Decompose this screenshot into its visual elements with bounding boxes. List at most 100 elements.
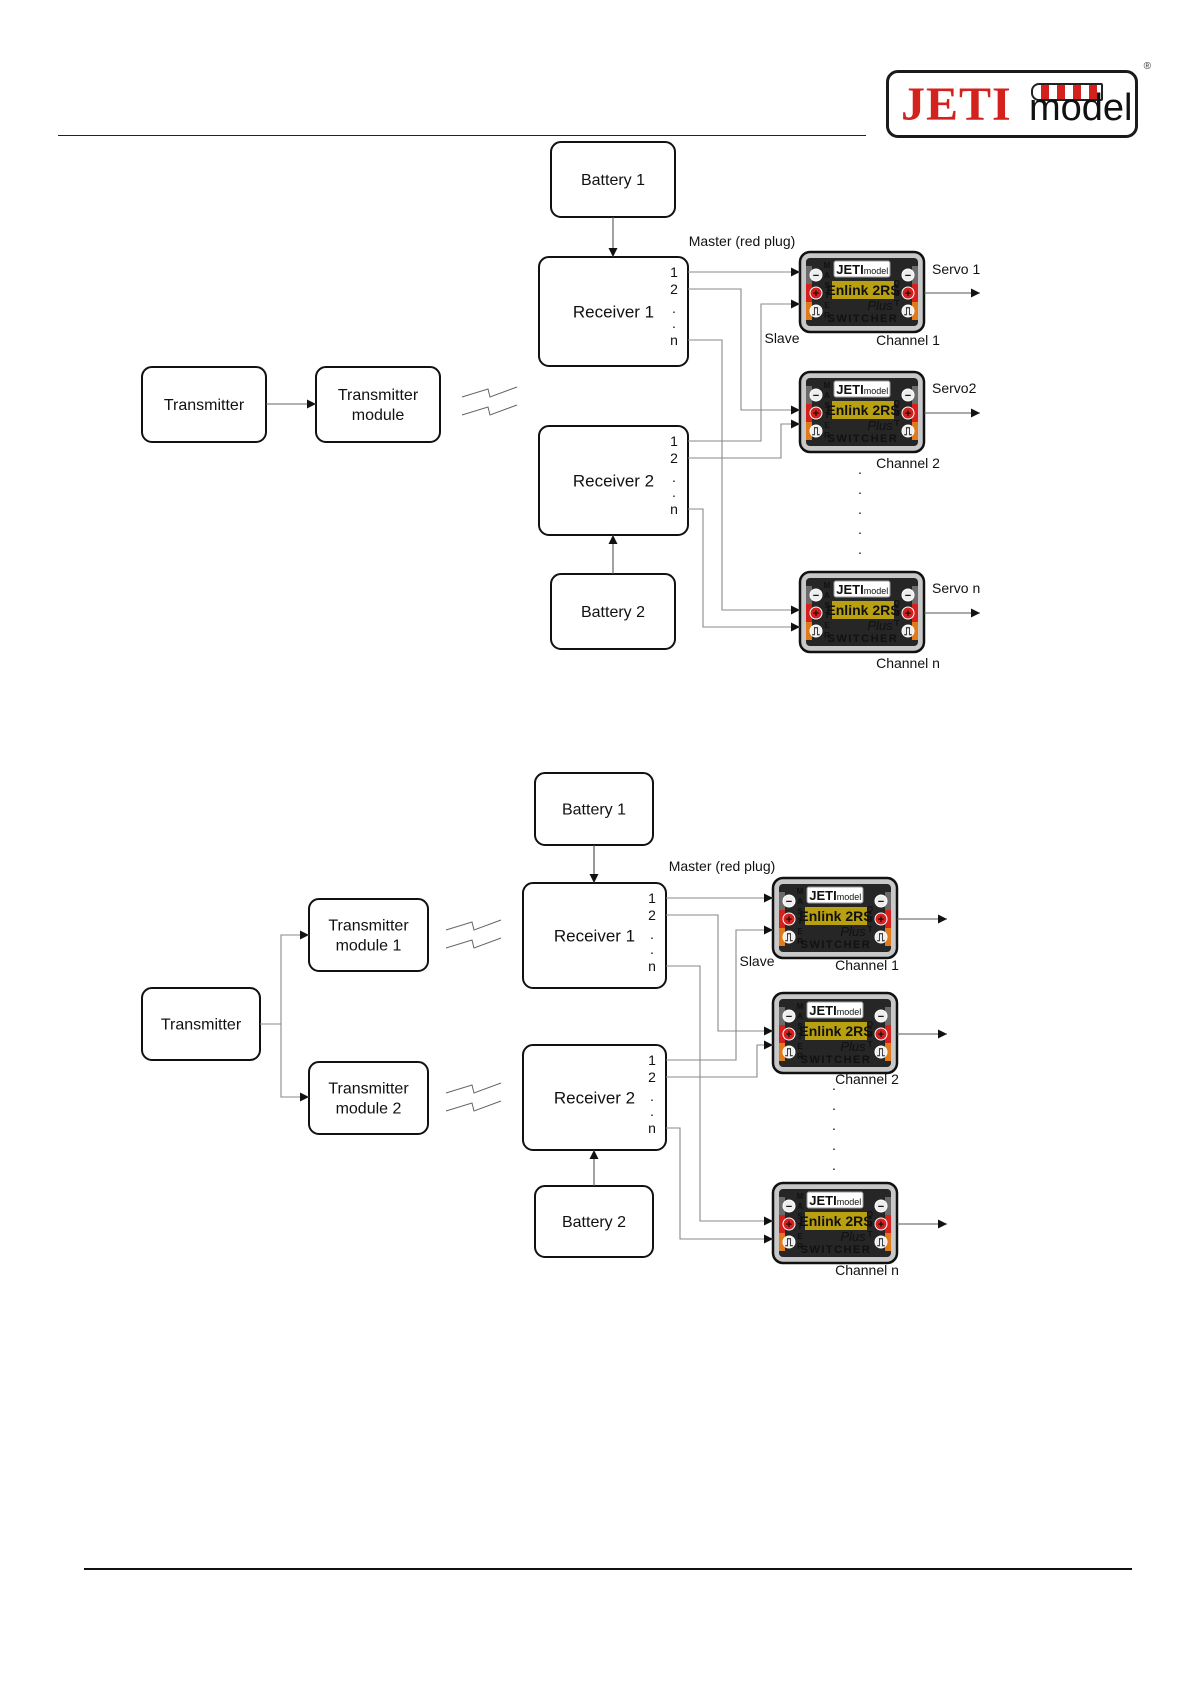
pin-minus-icon-glyph: − xyxy=(813,590,819,602)
port-label-n: n xyxy=(670,332,678,348)
receiver-1-box: Receiver 112..n xyxy=(538,256,689,367)
pin-plus-icon-glyph: + xyxy=(786,914,792,926)
pin-plus-icon xyxy=(782,1217,796,1231)
battery-1-box-label: Battery 1 xyxy=(562,802,626,819)
switcher-brand: JETI xyxy=(809,1003,836,1018)
pin-minus-icon xyxy=(782,1009,796,1023)
transmitter-module-2-box-label: Transmitter xyxy=(328,1081,409,1098)
channel-label-1: Channel 1 xyxy=(835,957,899,973)
port-label-n: n xyxy=(670,501,678,517)
pin-signal-icon xyxy=(809,424,823,438)
port-label-n: n xyxy=(648,1120,656,1136)
plug-stripe-plus xyxy=(885,1215,891,1233)
master-label: Master (red plug) xyxy=(669,858,776,874)
channel-label-3: Channel n xyxy=(835,1262,899,1278)
radio-wave-icon xyxy=(445,937,502,949)
plug-stripe-signal xyxy=(912,422,918,440)
pin-minus-icon-glyph: − xyxy=(878,1201,884,1213)
out-letter: T xyxy=(895,299,900,308)
switcher-type: SWITCHER xyxy=(801,1054,872,1066)
pin-signal-icon xyxy=(874,1045,888,1059)
pin-signal-icon xyxy=(874,930,888,944)
transmitter-module-2-box-label: module 2 xyxy=(336,1101,402,1118)
transmitter-box: Transmitter xyxy=(141,987,261,1061)
switcher-brand: JETI xyxy=(836,382,863,397)
master-letter: E xyxy=(824,621,830,630)
plug-stripe-signal xyxy=(779,928,785,946)
plug-stripe-minus xyxy=(912,386,918,404)
port-label-dots: . xyxy=(672,300,676,316)
ellipsis-dot: . xyxy=(858,481,862,497)
rx2-ch2-to-switch2 xyxy=(688,419,800,459)
switcher-name: Enlink 2RS xyxy=(799,1023,872,1039)
plug-stripe-plus xyxy=(885,910,891,928)
windsock-icon xyxy=(1031,83,1103,101)
master-letter: S xyxy=(824,281,830,290)
registered-mark: ® xyxy=(1143,61,1151,72)
master-letter: T xyxy=(798,1222,803,1231)
rx2-ch2-to-switch2 xyxy=(666,1040,773,1078)
switcher-name-band xyxy=(805,907,867,925)
pin-minus-icon xyxy=(874,894,888,908)
plug-stripe-signal xyxy=(779,1043,785,1061)
rx1-ch2-to-switch2 xyxy=(666,914,773,1036)
switcher-variant: Plus xyxy=(867,618,893,633)
pin-minus-icon xyxy=(809,588,823,602)
receiver-2-box: Receiver 212..n xyxy=(522,1044,667,1151)
master-letter: E xyxy=(797,1042,803,1051)
out-letter: U xyxy=(894,409,900,418)
pin-plus-icon-glyph: + xyxy=(786,1219,792,1231)
master-letter: T xyxy=(825,291,830,300)
pin-minus-icon xyxy=(901,268,915,282)
switcher-brand-sub: model xyxy=(864,586,889,596)
battery-2-box: Battery 2 xyxy=(550,573,676,650)
pin-plus-icon xyxy=(901,606,915,620)
pin-signal-icon-glyph: ⎍ xyxy=(876,932,885,944)
ellipsis-dot: . xyxy=(832,1117,836,1133)
switcher-logo-plate xyxy=(806,1191,864,1209)
master-letter: T xyxy=(798,917,803,926)
switcher-type: SWITCHER xyxy=(828,633,899,645)
port-label-2: 2 xyxy=(648,1069,656,1085)
pin-plus-icon-glyph: + xyxy=(813,608,819,620)
plug-stripe-signal xyxy=(885,1233,891,1251)
receiver-2-box: Receiver 212..n xyxy=(538,425,689,536)
plug-stripe-minus xyxy=(885,1007,891,1025)
master-letter: E xyxy=(824,301,830,310)
ellipsis-dot: . xyxy=(832,1077,836,1093)
master-letter: S xyxy=(824,401,830,410)
master-letter: A xyxy=(824,391,830,400)
port-label-dots: . xyxy=(650,1103,654,1119)
plug-stripe-plus xyxy=(885,1025,891,1043)
pin-minus-icon-glyph: − xyxy=(905,270,911,282)
pin-signal-icon-glyph: ⎍ xyxy=(784,1237,793,1249)
receiver-1-box-label: Receiver 1 xyxy=(573,302,654,321)
switcher-logo-plate xyxy=(806,886,864,904)
pin-plus-icon xyxy=(809,286,823,300)
pin-signal-icon-glyph: ⎍ xyxy=(876,1237,885,1249)
plug-stripe-signal xyxy=(806,422,812,440)
logo-sub: model xyxy=(1029,87,1133,129)
transmitter-module-2-box-frame xyxy=(308,1061,429,1135)
port-label-1: 1 xyxy=(648,890,656,906)
master-letter: M xyxy=(824,581,831,590)
plug-stripe-plus xyxy=(806,604,812,622)
servo-label-1: Servo 1 xyxy=(932,261,980,277)
radio-link-1 xyxy=(445,919,502,949)
pin-signal-icon xyxy=(809,624,823,638)
master-letter: R xyxy=(797,1052,803,1061)
port-label-dots: . xyxy=(672,484,676,500)
pin-plus-icon-glyph: + xyxy=(878,914,884,926)
switcher-variant: Plus xyxy=(840,1229,866,1244)
plug-stripe-minus xyxy=(806,386,812,404)
transmitter-module-1-box-frame xyxy=(308,898,429,972)
channel-label-2: Channel 2 xyxy=(876,455,940,471)
out-letter: U xyxy=(894,289,900,298)
master-letter: A xyxy=(824,591,830,600)
plug-stripe-signal xyxy=(912,622,918,640)
plug-stripe-plus xyxy=(912,284,918,302)
pin-signal-icon-glyph: ⎍ xyxy=(903,626,912,638)
port-label-2: 2 xyxy=(648,907,656,923)
